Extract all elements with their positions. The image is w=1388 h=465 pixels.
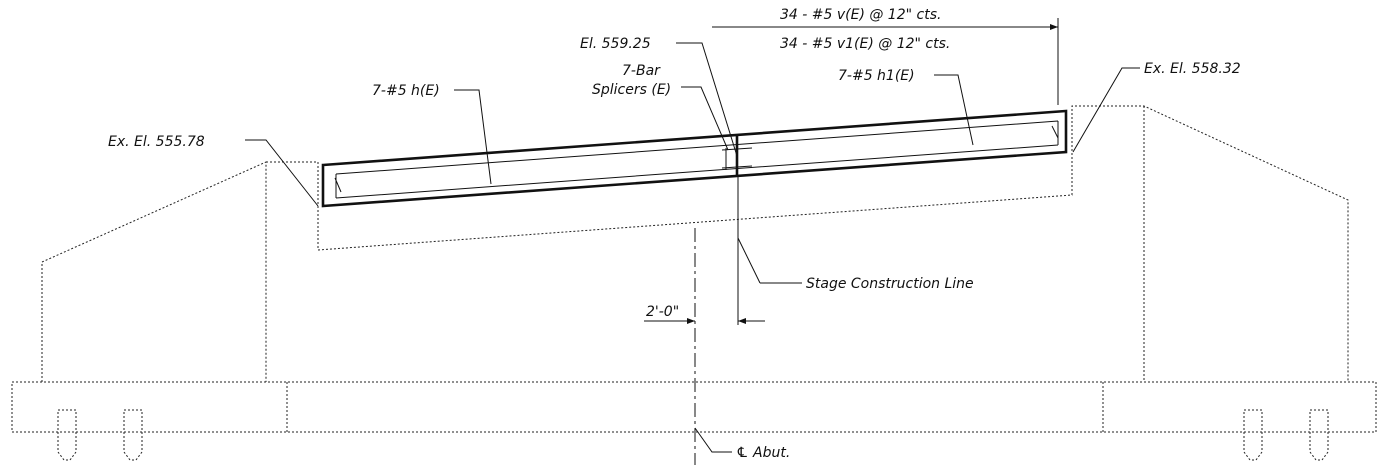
- dim-arrow-left: [687, 318, 695, 324]
- backwall-cut-outline: [266, 105, 1349, 382]
- bar-splicers: [721, 147, 753, 170]
- dim-arrow-right: [738, 318, 746, 324]
- label-ex-elev-left: Ex. El. 555.78: [108, 134, 205, 150]
- label-stage-line: Stage Construction Line: [806, 276, 974, 292]
- stage-line-leader: [737, 237, 761, 284]
- leader-bar-h: [454, 89, 492, 185]
- spacing-dim-arrow: [1050, 24, 1058, 30]
- label-offset-dim: 2'-0": [646, 304, 679, 320]
- bar-hook-left: [334, 177, 342, 193]
- pile-2: [123, 409, 143, 461]
- pile-4: [1309, 409, 1329, 461]
- bar-hook-right: [1051, 125, 1059, 139]
- pile-3: [1243, 409, 1263, 461]
- label-ex-elev-right: Ex. El. 558.32: [1144, 61, 1241, 77]
- label-bars-v1: 34 - #5 v1(E) @ 12" cts.: [780, 36, 950, 52]
- label-elev-top: El. 559.25: [580, 36, 651, 52]
- cap-reinforcement-bars: [335, 120, 1059, 199]
- pile-1: [57, 409, 77, 461]
- existing-abutment-outline: [11, 105, 1377, 461]
- footing-outline: [11, 381, 1377, 433]
- label-splicer-line1: 7-Bar: [622, 63, 661, 79]
- left-wingwall-outline: [41, 161, 267, 382]
- label-bar-h: 7-#5 h(E): [372, 83, 440, 99]
- leader-splicers: [681, 86, 729, 151]
- leader-ex-elev-right: [1072, 67, 1140, 153]
- leader-bar-h1: [934, 74, 974, 146]
- new-backwall-cap: [321, 109, 1068, 208]
- label-bars-v: 34 - #5 v(E) @ 12" cts.: [780, 7, 941, 23]
- leader-ex-elev-left: [245, 139, 319, 207]
- leader-elev-top: [676, 42, 738, 157]
- cap-outline: [321, 109, 1068, 208]
- leader-centerline: [694, 427, 732, 453]
- label-bar-h1: 7-#5 h1(E): [838, 68, 915, 84]
- label-splicer-line2: Splicers (E): [592, 82, 671, 98]
- label-centerline: ℄ Abut.: [736, 445, 790, 461]
